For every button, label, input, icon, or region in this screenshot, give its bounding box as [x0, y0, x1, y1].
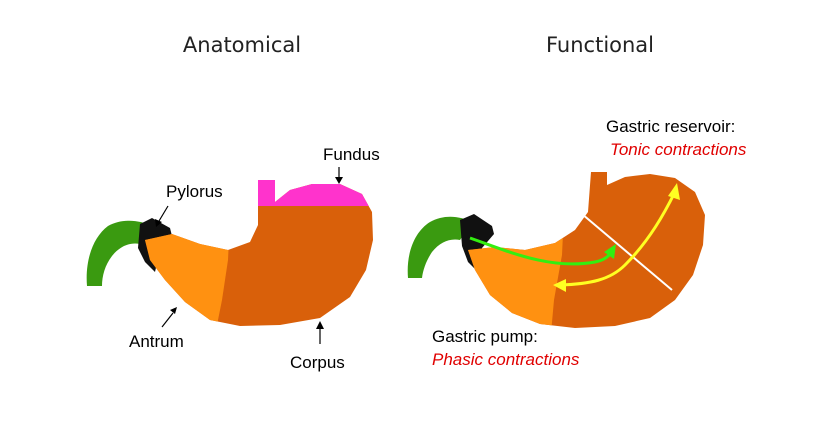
- pump-label: Gastric pump:: [432, 327, 538, 346]
- anatomical-stomach: [86, 180, 373, 326]
- corpus-label: Corpus: [290, 353, 345, 372]
- pylorus-right: [460, 214, 494, 272]
- fundus-pointer: [335, 167, 343, 184]
- phasic-contraction-arrow: [469, 236, 616, 266]
- reservoir-note: Tonic contractions: [610, 140, 747, 159]
- antrum-pointer: [161, 307, 177, 328]
- duodenum-left: [86, 220, 152, 286]
- corpus-pointer: [316, 321, 324, 344]
- yellow-arrow-head-top: [668, 183, 680, 200]
- antrum-left: [145, 180, 240, 326]
- pump-note: Phasic contractions: [432, 350, 580, 369]
- reservoir-label: Gastric reservoir:: [606, 117, 735, 136]
- pylorus-pointer: [155, 205, 169, 227]
- pylorus-label: Pylorus: [166, 182, 223, 201]
- antrum-label: Antrum: [129, 332, 184, 351]
- green-arrow-head: [604, 244, 616, 259]
- fundus-left: [145, 180, 373, 206]
- functional-stomach: [407, 172, 705, 328]
- tonic-contraction-arrow: [553, 183, 680, 292]
- fundus-label: Fundus: [323, 145, 380, 164]
- duodenum-right: [407, 216, 472, 278]
- reservoir-divider: [581, 213, 673, 291]
- yellow-arrow-head-left: [553, 279, 566, 292]
- anatomical-title: Anatomical: [183, 33, 301, 57]
- yellow-arrow-path: [559, 191, 677, 287]
- functional-title: Functional: [546, 33, 654, 57]
- green-arrow-path: [469, 236, 614, 266]
